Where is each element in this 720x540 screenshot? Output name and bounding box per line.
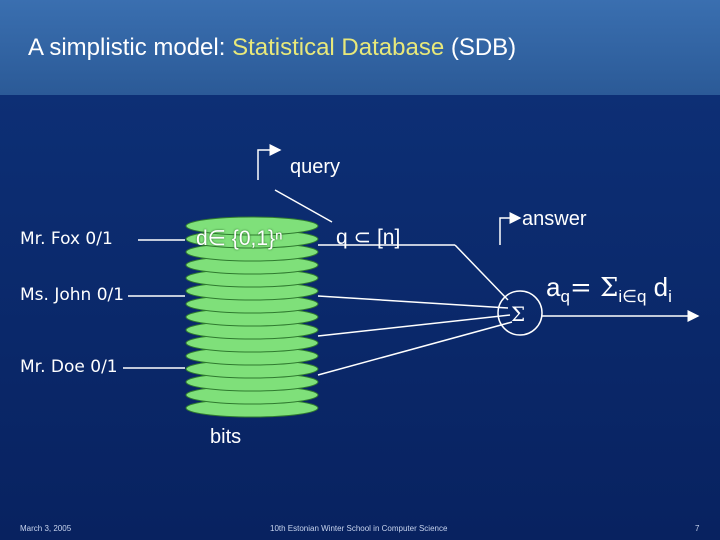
- person-john: Ms. John 0/1: [20, 285, 125, 305]
- database-cylinder: [185, 216, 319, 418]
- formula-sub-i: i: [668, 287, 672, 307]
- query-set-label: q ⊂ [n]: [336, 226, 401, 249]
- title-part2: (SDB): [444, 34, 517, 61]
- title-bar: A simplistic model: Statistical Database…: [0, 0, 720, 95]
- title-highlight: Statistical Database: [232, 34, 445, 61]
- query-label: query: [290, 156, 341, 178]
- query-connector: [274, 189, 333, 223]
- fan-line-2: [454, 244, 509, 301]
- database-disk: [185, 216, 319, 236]
- formula-sub-iq: i∈q: [618, 287, 647, 307]
- sum-node: [497, 290, 543, 336]
- fan-line-3: [317, 295, 509, 309]
- formula-a: a: [546, 272, 561, 302]
- slide-body: [0, 95, 720, 540]
- database-set-label: d∈ {0,1}ⁿ: [196, 227, 283, 250]
- footer-event: 10th Estonian Winter School in Computer …: [270, 524, 448, 533]
- fan-line-5: [317, 321, 513, 376]
- bits-label: bits: [210, 426, 242, 448]
- footer-page: 7: [695, 524, 700, 533]
- sum-symbol: Σ: [511, 302, 526, 326]
- answer-label: answer: [522, 208, 587, 230]
- slide-title: A simplistic model: Statistical Database…: [28, 34, 516, 62]
- answer-arrow: [499, 212, 522, 245]
- formula-d: d: [646, 272, 669, 302]
- answer-formula: aq= Σi∈q di: [546, 272, 672, 307]
- person-fox: Mr. Fox 0/1: [20, 229, 113, 249]
- formula-sub-q: q: [560, 287, 570, 307]
- fan-line-4: [317, 314, 511, 337]
- query-arrow: [257, 144, 282, 180]
- title-part1: A simplistic model:: [28, 34, 233, 61]
- formula-eq: = Σ: [569, 273, 619, 303]
- person-doe: Mr. Doe 0/1: [20, 357, 118, 377]
- footer-date: March 3, 2005: [20, 524, 72, 533]
